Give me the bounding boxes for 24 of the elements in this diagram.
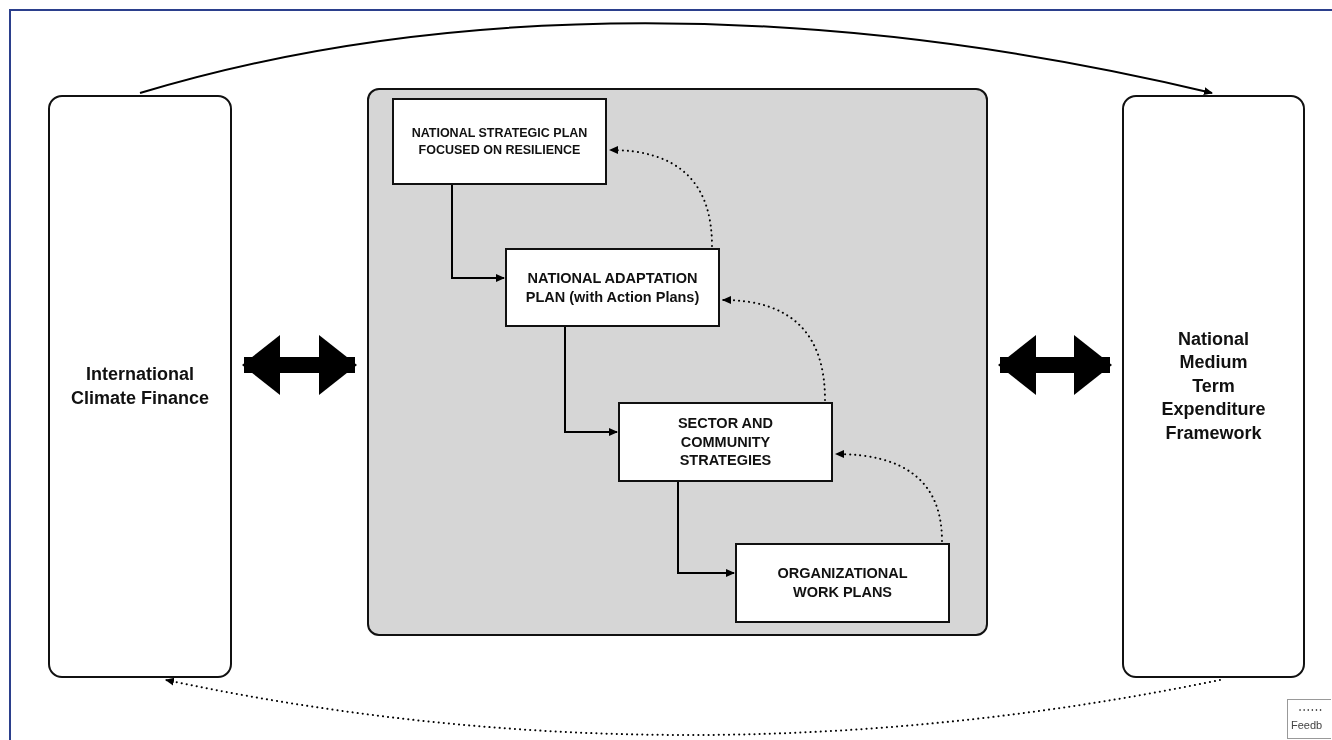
rounded-box [1122,95,1305,678]
process-box [618,402,833,482]
node-label: SECTOR AND COMMUNITY STRATEGIES [676,413,775,471]
dotted-arrow [835,450,943,542]
node-label: ORGANIZATIONAL WORK PLANS [776,564,909,602]
node-label: International Climate Finance [69,363,210,410]
dotted-arrow [609,146,713,247]
node-label: National Medium Term Expenditure Framework [1160,328,1267,445]
process-box [505,248,720,327]
arrow [564,326,618,436]
rounded-box [48,95,232,678]
dotted-arrow [722,296,826,401]
process-box [735,543,950,623]
arrow [677,481,735,577]
node-label: NATIONAL ADAPTATION PLAN (with Action Plans) [524,268,701,307]
node-label: NATIONAL STRATEGIC PLAN FOCUSED ON RESILIENCE [410,125,589,158]
arrow [139,22,1213,96]
legend-label: Feedb [1291,719,1323,731]
dotted-arrow [165,677,1221,736]
process-box [392,98,607,185]
panel-background [367,88,988,636]
arrow [451,184,505,282]
double-arrow [242,335,357,395]
double-arrow [998,335,1112,395]
